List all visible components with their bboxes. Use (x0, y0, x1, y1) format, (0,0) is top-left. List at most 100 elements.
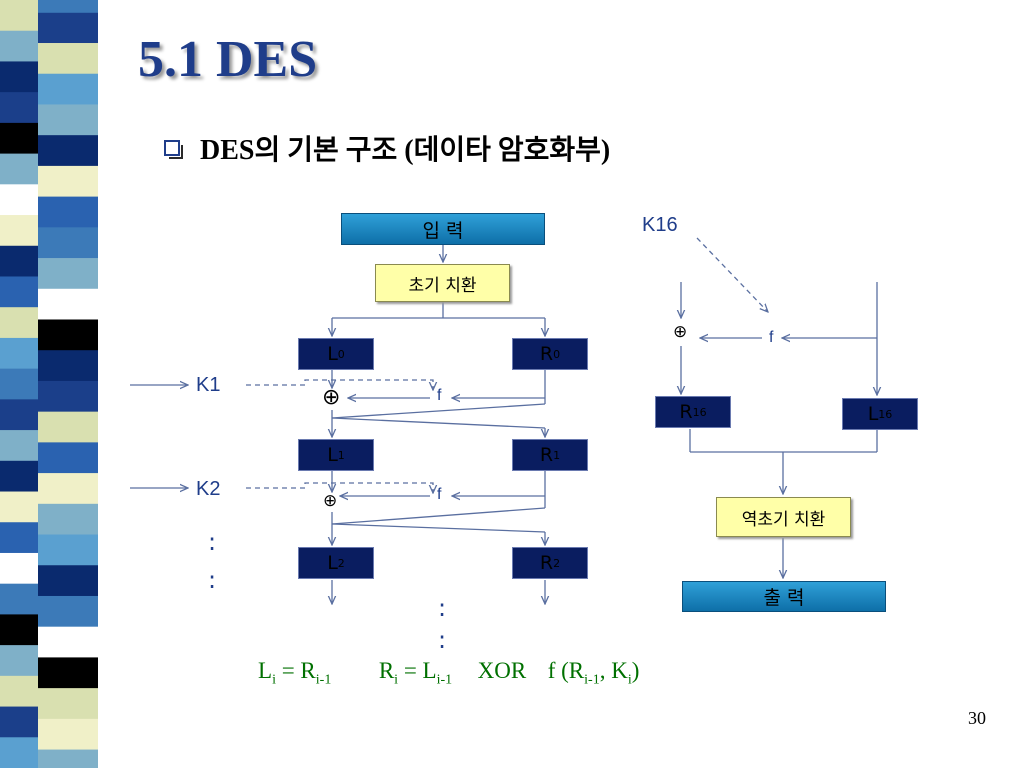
formula-r-sub: i (394, 672, 399, 688)
formula-r: R (378, 658, 395, 683)
input-label: 입 력 (422, 219, 464, 242)
stripe-block (38, 319, 98, 351)
checkbox-bullet-icon (164, 140, 183, 159)
stripe-block (0, 122, 38, 155)
stripe-block (38, 473, 98, 505)
stripe-block (0, 737, 38, 768)
stripe-block (38, 749, 98, 768)
formula-eq1-sub: i-1 (315, 672, 332, 688)
xor2-icon: ⊕ (323, 491, 338, 511)
stripe-block (0, 307, 38, 339)
ellipsis-center-2: : (438, 626, 447, 654)
inverse-permutation-box: 역초기 치환 (716, 497, 851, 537)
stripe-block (38, 688, 98, 720)
r16-sub: 16 (692, 405, 707, 419)
stripe-block (38, 73, 98, 105)
stripe-block (0, 645, 38, 677)
formula-f: f (R (547, 658, 585, 683)
formula-eq2: = L (398, 658, 437, 683)
stripe-block (38, 626, 98, 658)
ellipsis-left-2: : (208, 566, 217, 594)
r2-sub: 2 (553, 556, 561, 570)
k16-label: K16 (642, 214, 678, 236)
initial-permutation-label: 초기 치환 (408, 275, 477, 296)
stripe-block (0, 583, 38, 615)
f2-label: f (437, 486, 442, 503)
r1-label: R (539, 444, 554, 466)
stripe-block (38, 718, 98, 751)
stripe-block (0, 614, 38, 646)
stripe-block (0, 215, 38, 247)
l1-sub: 1 (337, 448, 345, 462)
r2-label: R (539, 552, 554, 574)
output-box: 출 력 (682, 581, 886, 612)
round-formula: Li = Ri-1 Ri = Li-1 XOR f (Ri-1, Ki) (258, 658, 639, 689)
decorative-stripe (0, 0, 118, 768)
stripe-block (0, 245, 38, 277)
stripe-block (38, 135, 98, 167)
stripe-block (38, 534, 98, 566)
stripe-block (0, 522, 38, 554)
stripe-block (0, 706, 38, 738)
formula-comma: , K (599, 658, 628, 683)
inverse-permutation-label: 역초기 치환 (741, 509, 826, 530)
stripe-block (0, 368, 38, 400)
stripe-block (0, 399, 38, 431)
stripe-block (0, 153, 38, 185)
formula-xor: XOR (477, 658, 527, 683)
stripe-block (38, 196, 98, 228)
l1-label: L (327, 444, 338, 466)
ellipsis-center-1: : (438, 594, 447, 622)
stripe-block (0, 491, 38, 523)
stripe-block (38, 380, 98, 413)
stripe-block (38, 595, 98, 628)
formula-close: ) (631, 658, 640, 683)
stripe-block (38, 165, 98, 198)
stripe-block (38, 258, 98, 290)
stripe-block (0, 430, 38, 462)
stripe-block (0, 92, 38, 124)
l2-label: L (327, 552, 338, 574)
stripe-block (38, 288, 98, 320)
r16-label: R (679, 401, 693, 423)
bullet-item: DES의 기본 구조 (데이타 암호화부) (164, 128, 610, 168)
stripe-block (38, 442, 98, 474)
formula-k-sub: i (627, 672, 632, 688)
output-label: 출 력 (763, 587, 805, 609)
stripe-block (38, 565, 98, 597)
stripe-block (0, 337, 38, 370)
r0-label: R (539, 343, 554, 365)
stripe-block (0, 61, 38, 93)
ellipsis-left-1: : (208, 528, 217, 556)
stripe-block (0, 0, 38, 32)
stripe-block (38, 503, 98, 536)
wire-k1-dashed (246, 379, 433, 390)
l2-sub: 2 (337, 556, 345, 570)
formula-l-sub: i (272, 672, 276, 688)
r1-sub: 1 (553, 448, 561, 462)
page-number: 30 (968, 708, 986, 728)
stripe-block (38, 12, 98, 44)
f16-label: f (769, 329, 774, 346)
l16-sub: 16 (878, 407, 893, 421)
stripe-block (98, 0, 118, 768)
stripe-block (0, 460, 38, 493)
formula-eq1: = R (275, 658, 316, 683)
l0-sub: 0 (337, 347, 345, 361)
wire-k2-dashed (246, 482, 433, 493)
stripe-block (0, 276, 38, 308)
l0-label: L (327, 343, 338, 365)
f1-label: f (437, 387, 442, 404)
stripe-block (38, 657, 98, 689)
stripe-block (0, 552, 38, 585)
stripe-block (38, 411, 98, 443)
bullet-text: DES의 기본 구조 (데이타 암호화부) (200, 135, 611, 166)
